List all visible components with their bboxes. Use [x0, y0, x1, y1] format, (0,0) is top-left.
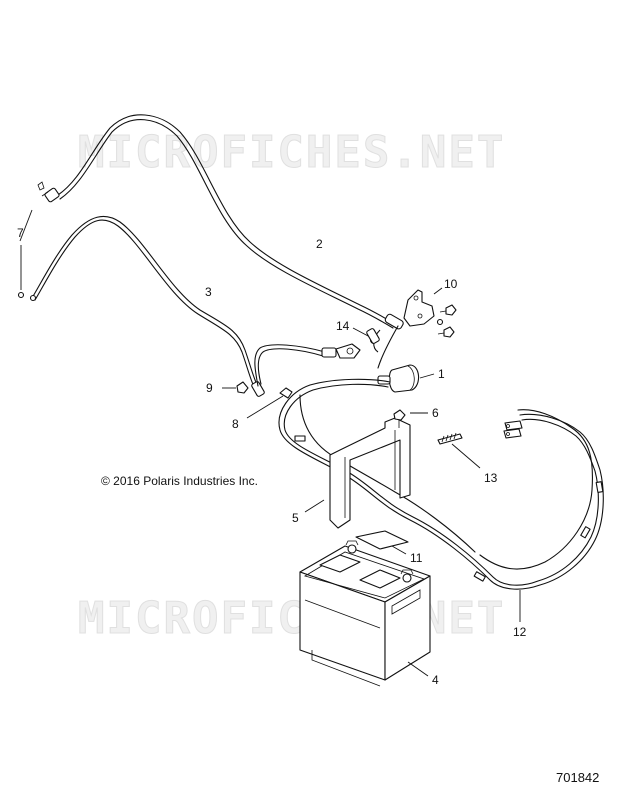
- callout-13: 13: [484, 471, 498, 485]
- callout-11: 11: [410, 551, 423, 565]
- boot-part-1: [366, 325, 435, 393]
- copyright-notice: © 2016 Polaris Industries Inc.: [101, 474, 258, 488]
- bracket-part-10: [403, 287, 457, 338]
- callout-2: 2: [316, 237, 323, 251]
- terminal-part-7: [17, 181, 45, 299]
- bracket-part-5: [304, 417, 411, 529]
- pad-part-11: [355, 530, 409, 555]
- callout-4: 4: [432, 673, 439, 687]
- callout-5: 5: [292, 511, 299, 525]
- callout-14: 14: [336, 319, 350, 333]
- bolt-part-6: [393, 409, 428, 428]
- callout-6: 6: [432, 406, 439, 420]
- harness-part-12: [278, 378, 604, 622]
- callout-7: 7: [17, 226, 24, 240]
- callout-3: 3: [205, 285, 212, 299]
- callout-1: 1: [438, 367, 445, 381]
- label-part-13: [437, 432, 481, 469]
- watermark-top: MICROFICHES.NET: [78, 127, 505, 178]
- callout-8: 8: [232, 417, 239, 431]
- battery-part-4: [299, 540, 431, 687]
- bolt-part-10a: [439, 304, 457, 316]
- callout-9: 9: [206, 381, 213, 395]
- callout-10: 10: [444, 277, 458, 291]
- cable-part-3: [29, 215, 265, 397]
- figure-number: 701842: [556, 770, 600, 785]
- callout-12: 12: [513, 625, 527, 639]
- bolt-part-10b: [437, 326, 455, 338]
- cable-terminal-branch: [254, 343, 361, 387]
- cable-part-2: [41, 114, 404, 330]
- clip-part-8: [246, 387, 293, 419]
- screw-part-9: [222, 381, 249, 394]
- watermark-bottom: MICROFICHES.NET: [78, 593, 505, 644]
